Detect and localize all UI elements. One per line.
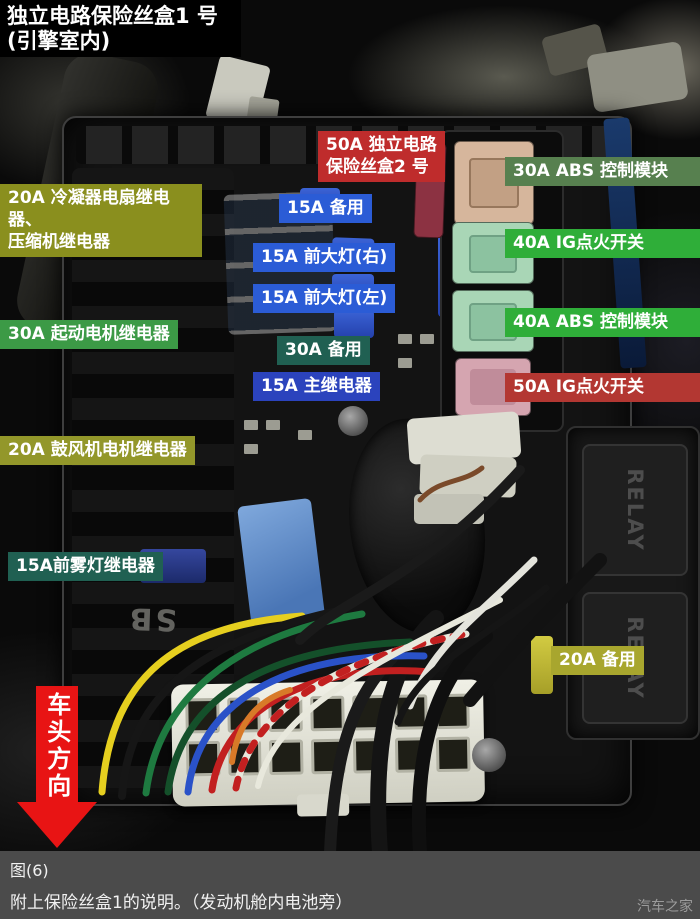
label-spare-20a: 20A 备用 [551, 646, 644, 675]
arrow-head [17, 802, 97, 848]
wire-bundle-graphic [98, 465, 538, 797]
metal-contact [244, 444, 258, 454]
label-front-fog-lamp-relay: 15A前雾灯继电器 [8, 552, 163, 581]
label-headlamp-left: 15A 前大灯(左) [253, 284, 396, 313]
title-box: 独立电路保险丝盒1 号 (引擎室内) [0, 0, 241, 57]
caption-text: 附上保险丝盒1的说明。（发动机舱内电池旁） [10, 893, 353, 913]
bolt [338, 406, 368, 436]
label-fuse-box-2: 50A 独立电路 保险丝盒2 号 [318, 131, 445, 182]
label-blower-motor-relay: 20A 鼓风机电机继电器 [0, 436, 195, 465]
metal-contact [244, 420, 258, 430]
metal-contact [398, 334, 412, 344]
blue-fuse [334, 310, 374, 338]
figure-number: 图(6) [10, 861, 49, 880]
label-ig-switch-50a: 50A IG点火开关 [505, 373, 700, 402]
label-main-relay: 15A 主继电器 [253, 372, 380, 401]
yellow-fuse-20a [531, 636, 553, 694]
bolt [472, 738, 506, 772]
label-abs-module-30a: 30A ABS 控制模块 [505, 157, 700, 186]
site-watermark: 汽车之家 [637, 899, 693, 915]
label-ig-switch-40a: 40A IG点火开关 [505, 229, 700, 258]
label-spare-15a: 15A 备用 [279, 194, 372, 223]
caption-bar: 图(6) 附上保险丝盒1的说明。（发动机舱内电池旁） 汽车之家 [0, 851, 700, 919]
arrow-label: 车头方向 [42, 692, 71, 800]
metal-contact [420, 334, 434, 344]
label-headlamp-right: 15A 前大灯(右) [253, 243, 396, 272]
fuse-box-left-panel [72, 168, 234, 788]
metal-contact [298, 430, 312, 440]
label-spare-30a: 30A 备用 [277, 336, 370, 365]
arrow-shaft [36, 686, 78, 804]
metal-contact [266, 420, 280, 430]
metal-contact [398, 358, 412, 368]
label-abs-module-40a: 40A ABS 控制模块 [505, 308, 700, 337]
label-starter-motor-relay: 30A 起动电机继电器 [0, 320, 178, 349]
label-condenser-fan-compressor-relay: 20A 冷凝器电扇继电器、 压缩机继电器 [0, 184, 202, 257]
front-direction-arrow: 车头方向 [17, 686, 97, 848]
